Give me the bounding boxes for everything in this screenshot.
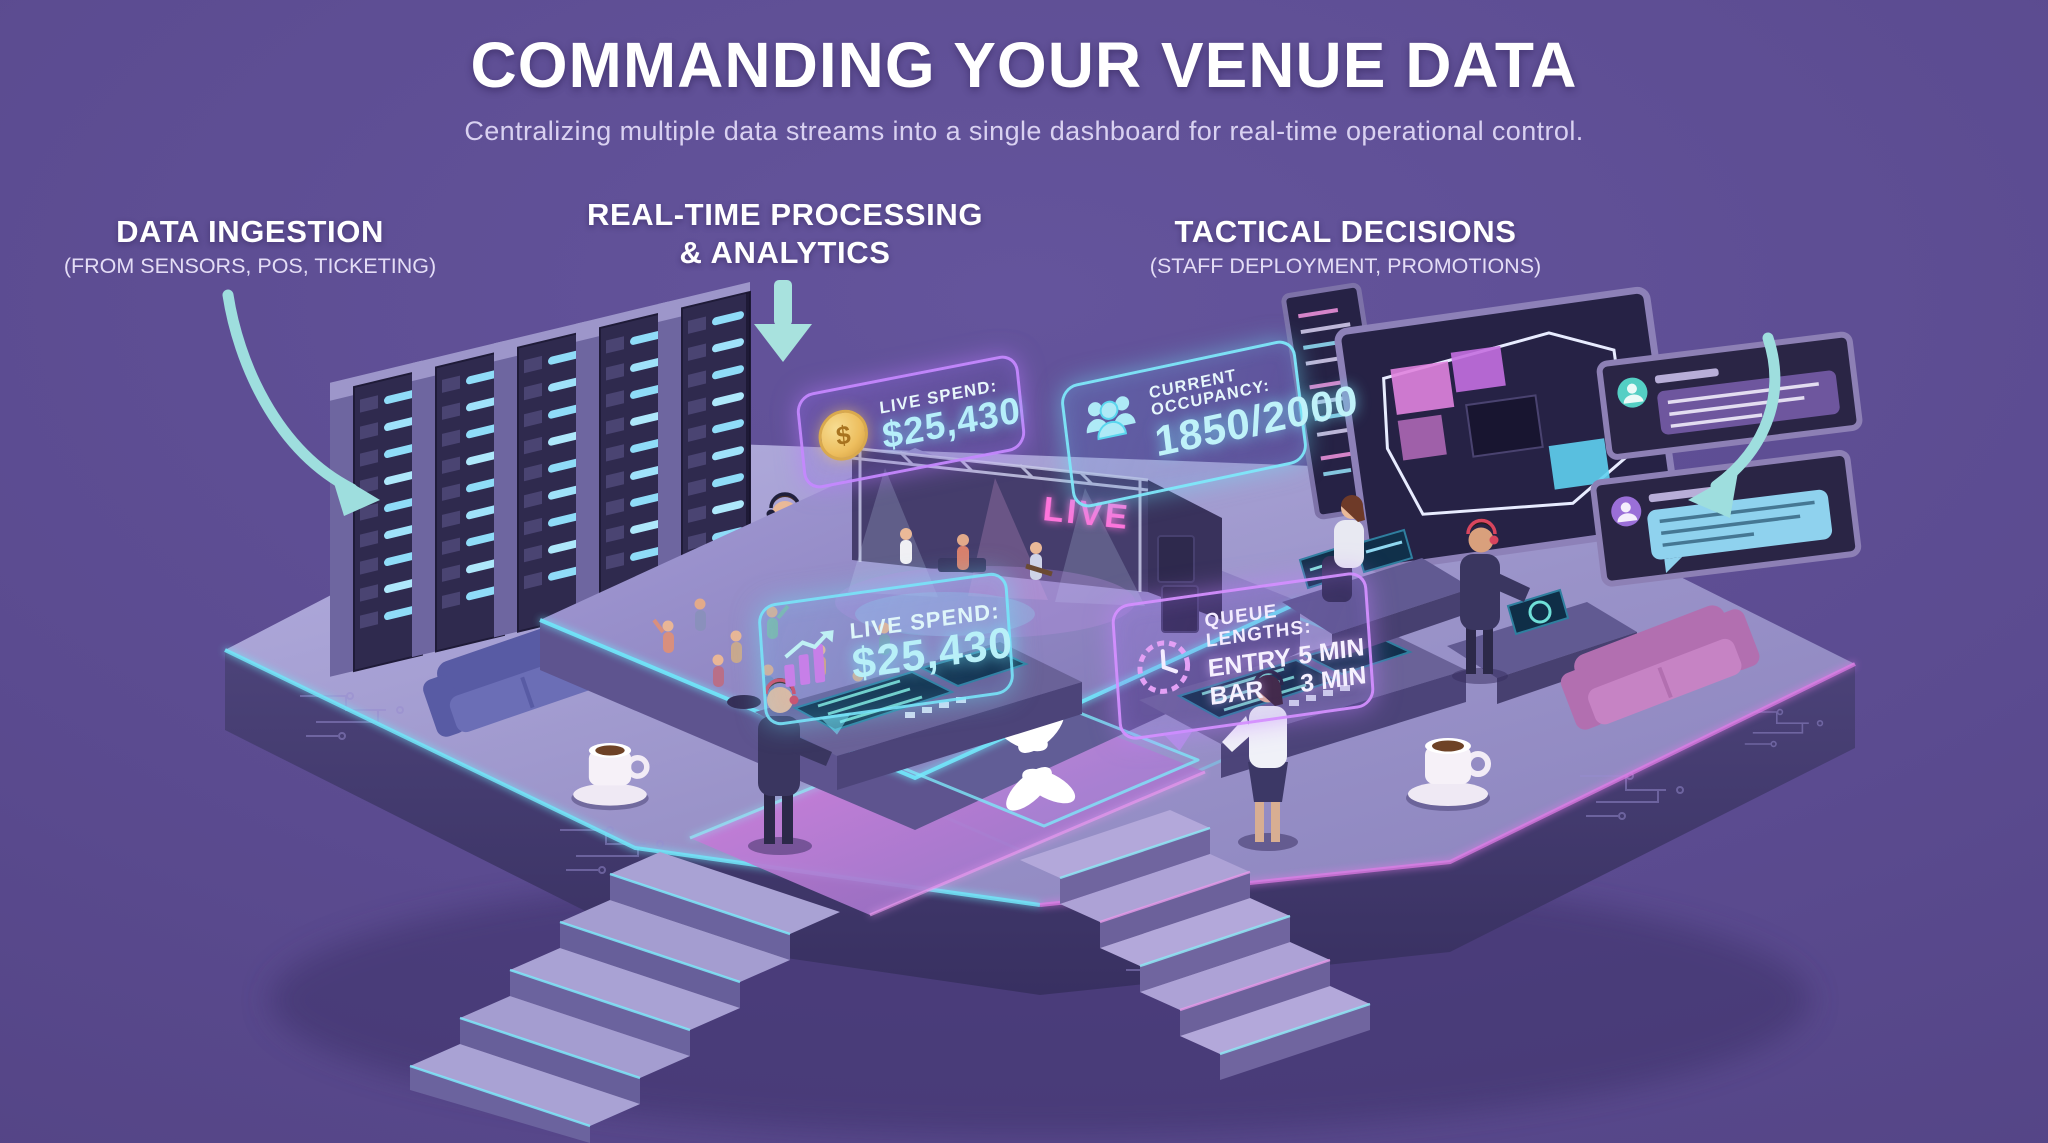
page-subtitle: Centralizing multiple data streams into … <box>464 116 1584 146</box>
ingestion-note: (FROM SENSORS, POS, TICKETING) <box>63 254 437 278</box>
dollar-coin-icon: $ <box>816 405 871 465</box>
left-staircase <box>409 852 840 1143</box>
decisions-title: TACTICAL DECISIONS <box>1174 214 1517 249</box>
people-group-icon <box>1086 396 1136 441</box>
queue-bar-name: BAR <box>1208 675 1265 711</box>
label-data-ingestion: DATA INGESTION (FROM SENSORS, POS, TICKE… <box>40 214 460 279</box>
live-sign: LIVE <box>1041 490 1132 537</box>
ingestion-arrow <box>222 289 380 516</box>
decisions-arrow <box>1688 332 1781 518</box>
label-processing: REAL-TIME PROCESSING & ANALYTICS <box>580 196 990 272</box>
decisions-note: (STAFF DEPLOYMENT, PROMOTIONS) <box>1149 254 1542 278</box>
bar-chart-icon <box>784 630 834 688</box>
occupancy-panel: CURRENT OCCUPANCY: 1850/2000 <box>1059 337 1361 511</box>
stage-truss <box>851 446 1149 592</box>
message-screen-1 <box>1596 331 1863 460</box>
flow-arrows <box>222 280 1781 518</box>
right-staircase <box>1020 810 1371 1080</box>
queue-lengths-panel: QUEUE LENGTHS: ENTRY 5 MIN BAR 3 MIN <box>1110 570 1376 742</box>
label-tactical-decisions: TACTICAL DECISIONS (STAFF DEPLOYMENT, PR… <box>1138 214 1553 279</box>
header: COMMANDING YOUR VENUE DATA Centralizing … <box>0 28 2048 147</box>
control-room-screens <box>1281 282 1863 587</box>
ingestion-title: DATA INGESTION <box>116 214 384 249</box>
processing-title-line1: REAL-TIME PROCESSING <box>586 197 984 232</box>
message-screen-2 <box>1590 449 1862 587</box>
live-spend-panel-bottom: LIVE SPEND: $25,430 <box>756 570 1016 728</box>
processing-title-line2: & ANALYTICS <box>679 234 891 270</box>
performers <box>900 528 1053 580</box>
person-standing-supervisor <box>1452 518 1530 684</box>
processing-arrow <box>754 280 812 362</box>
clock-icon <box>1137 640 1191 694</box>
page-title: COMMANDING YOUR VENUE DATA <box>470 29 1578 101</box>
